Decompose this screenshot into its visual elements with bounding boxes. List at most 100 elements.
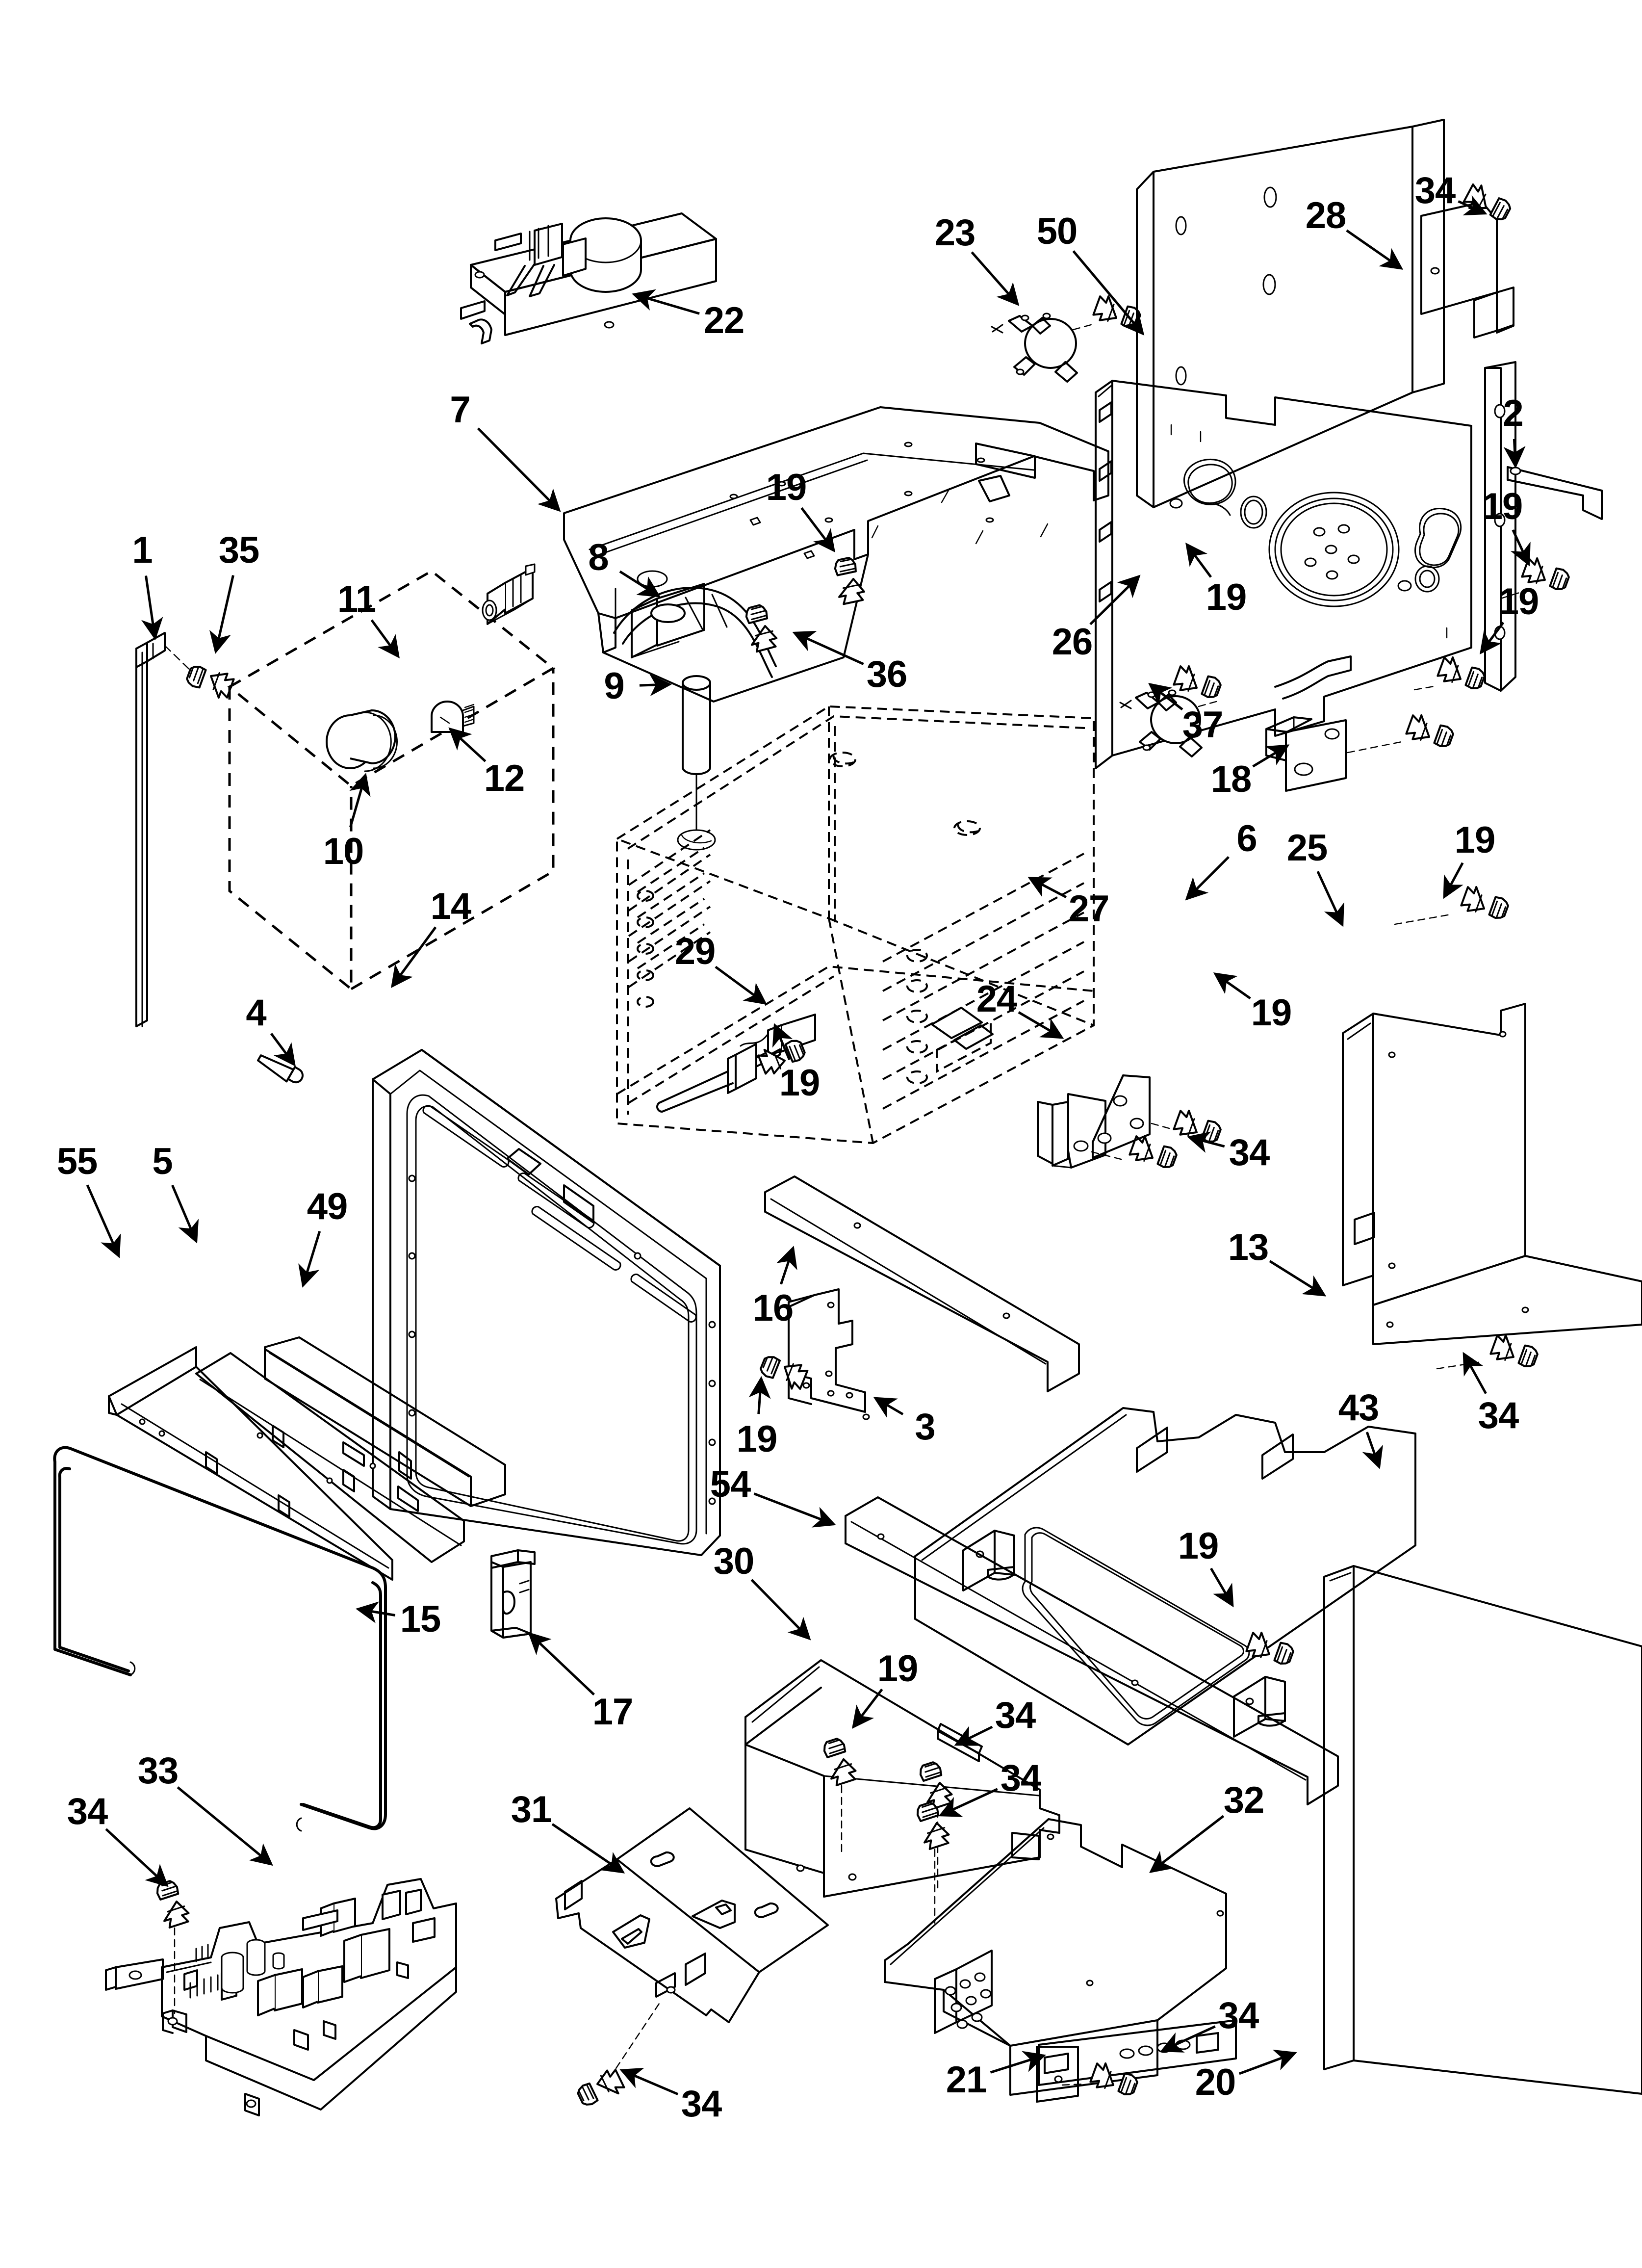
leader-line-19 bbox=[1443, 862, 1464, 899]
callout-number-37[interactable]: 37 bbox=[1182, 704, 1224, 746]
part-54-rail bbox=[845, 1496, 1339, 1805]
leader-line-25 bbox=[1316, 871, 1344, 927]
callout-number-10[interactable]: 10 bbox=[323, 831, 364, 872]
part-15-gasket bbox=[53, 1446, 387, 1832]
callout-number-1[interactable]: 1 bbox=[132, 529, 153, 571]
part-4-pin bbox=[257, 1054, 304, 1084]
part-34-screw-a bbox=[152, 1877, 192, 1929]
part-34-screw-h bbox=[912, 1799, 952, 1851]
leader-line-29 bbox=[715, 965, 768, 1005]
callout-number-19[interactable]: 19 bbox=[1251, 992, 1292, 1034]
callout-number-17[interactable]: 17 bbox=[592, 1691, 634, 1733]
part-19-screw-k bbox=[819, 1735, 859, 1787]
callout-number-43[interactable]: 43 bbox=[1338, 1387, 1380, 1429]
callout-number-50[interactable]: 50 bbox=[1036, 210, 1078, 252]
leader-line-22 bbox=[632, 289, 700, 315]
callout-number-34[interactable]: 34 bbox=[681, 2083, 722, 2125]
callout-number-11[interactable]: 11 bbox=[337, 578, 376, 620]
leader-line-19 bbox=[1213, 972, 1251, 1000]
callout-number-34[interactable]: 34 bbox=[1218, 1995, 1259, 2036]
leader-line-19 bbox=[772, 1023, 793, 1061]
callout-number-29[interactable]: 29 bbox=[674, 931, 716, 972]
leader-line-34 bbox=[619, 2067, 679, 2095]
leader-line-19 bbox=[851, 1688, 883, 1729]
callout-number-8[interactable]: 8 bbox=[588, 537, 609, 578]
leader-line-24 bbox=[1018, 1011, 1064, 1039]
leader-line-33 bbox=[177, 1786, 273, 1866]
callout-number-2[interactable]: 2 bbox=[1503, 392, 1523, 434]
callout-number-18[interactable]: 18 bbox=[1210, 758, 1252, 800]
callout-number-21[interactable]: 21 bbox=[946, 2059, 987, 2101]
part-23-thermostat bbox=[991, 313, 1078, 383]
callout-number-34[interactable]: 34 bbox=[67, 1791, 108, 1832]
leader-line-28 bbox=[1346, 229, 1404, 270]
callout-number-54[interactable]: 54 bbox=[710, 1463, 751, 1505]
callout-number-49[interactable]: 49 bbox=[307, 1186, 348, 1227]
callout-number-22[interactable]: 22 bbox=[703, 300, 745, 341]
callout-number-19[interactable]: 19 bbox=[779, 1062, 821, 1104]
leader-line-12 bbox=[448, 727, 487, 762]
callout-number-19[interactable]: 19 bbox=[736, 1418, 778, 1460]
callout-number-20[interactable]: 20 bbox=[1195, 2061, 1236, 2103]
callout-number-24[interactable]: 24 bbox=[976, 978, 1018, 1020]
callout-number-30[interactable]: 30 bbox=[713, 1540, 755, 1582]
leader-line-3 bbox=[873, 1397, 904, 1418]
part-17-rack-clip bbox=[490, 1549, 536, 1639]
part-34-screw-e bbox=[1488, 1331, 1541, 1373]
callout-number-5[interactable]: 5 bbox=[152, 1141, 173, 1182]
leader-line-1 bbox=[141, 575, 163, 640]
callout-number-19[interactable]: 19 bbox=[1498, 581, 1539, 623]
callout-number-34[interactable]: 34 bbox=[1478, 1395, 1519, 1436]
callout-number-25[interactable]: 25 bbox=[1286, 827, 1328, 869]
leader-line-16 bbox=[776, 1246, 797, 1285]
callout-number-33[interactable]: 33 bbox=[137, 1750, 179, 1792]
callout-number-31[interactable]: 31 bbox=[511, 1789, 552, 1830]
callout-number-19[interactable]: 19 bbox=[1454, 819, 1496, 861]
part-11-group-box bbox=[227, 569, 556, 992]
callout-number-19[interactable]: 19 bbox=[766, 467, 807, 508]
callout-number-15[interactable]: 15 bbox=[400, 1598, 441, 1640]
callout-number-23[interactable]: 23 bbox=[934, 212, 976, 254]
callout-number-36[interactable]: 36 bbox=[866, 653, 908, 695]
callout-number-55[interactable]: 55 bbox=[56, 1141, 98, 1182]
callout-number-7[interactable]: 7 bbox=[450, 389, 470, 431]
leader-line-19 bbox=[1510, 529, 1531, 567]
leader-line-18 bbox=[1252, 744, 1290, 768]
part-14-door-frame bbox=[372, 1049, 721, 1556]
part-2-rail-group bbox=[1484, 361, 1603, 692]
part-19-screw-g bbox=[1404, 711, 1457, 753]
leader-line-4 bbox=[270, 1033, 296, 1067]
leader-line-34 bbox=[954, 1725, 993, 1746]
callout-number-34[interactable]: 34 bbox=[1414, 170, 1456, 211]
callout-number-9[interactable]: 9 bbox=[604, 665, 624, 707]
callout-number-12[interactable]: 12 bbox=[484, 757, 525, 799]
part-6-triangle-bracket bbox=[1092, 1074, 1151, 1159]
callout-number-3[interactable]: 3 bbox=[915, 1406, 935, 1448]
callout-number-4[interactable]: 4 bbox=[246, 992, 266, 1034]
callout-number-14[interactable]: 14 bbox=[430, 886, 472, 927]
callout-number-19[interactable]: 19 bbox=[1206, 576, 1247, 618]
leader-line-23 bbox=[971, 251, 1020, 306]
callout-number-27[interactable]: 27 bbox=[1068, 888, 1110, 930]
callout-number-19[interactable]: 19 bbox=[877, 1648, 919, 1690]
part-27-oven-cavity bbox=[616, 705, 1095, 1145]
callout-number-34[interactable]: 34 bbox=[1000, 1757, 1042, 1799]
callout-number-32[interactable]: 32 bbox=[1223, 1779, 1265, 1821]
callout-number-26[interactable]: 26 bbox=[1052, 621, 1093, 663]
part-34-screw-g bbox=[574, 2067, 625, 2109]
callout-number-13[interactable]: 13 bbox=[1228, 1226, 1269, 1268]
callout-number-16[interactable]: 16 bbox=[752, 1287, 794, 1329]
leader-line-19 bbox=[1210, 1567, 1234, 1608]
part-32-bottom-drawer bbox=[884, 1818, 1237, 2103]
callout-number-6[interactable]: 6 bbox=[1236, 818, 1257, 860]
callout-number-19[interactable]: 19 bbox=[1482, 486, 1523, 527]
leader-line-34 bbox=[1160, 2025, 1216, 2053]
callout-number-35[interactable]: 35 bbox=[218, 529, 260, 571]
callout-number-34[interactable]: 34 bbox=[995, 1694, 1036, 1736]
callout-number-19[interactable]: 19 bbox=[1178, 1525, 1219, 1567]
leader-line-8 bbox=[619, 570, 661, 598]
callout-number-28[interactable]: 28 bbox=[1305, 195, 1347, 236]
part-3-hinge-bracket bbox=[788, 1288, 870, 1420]
callout-number-34[interactable]: 34 bbox=[1229, 1132, 1270, 1173]
